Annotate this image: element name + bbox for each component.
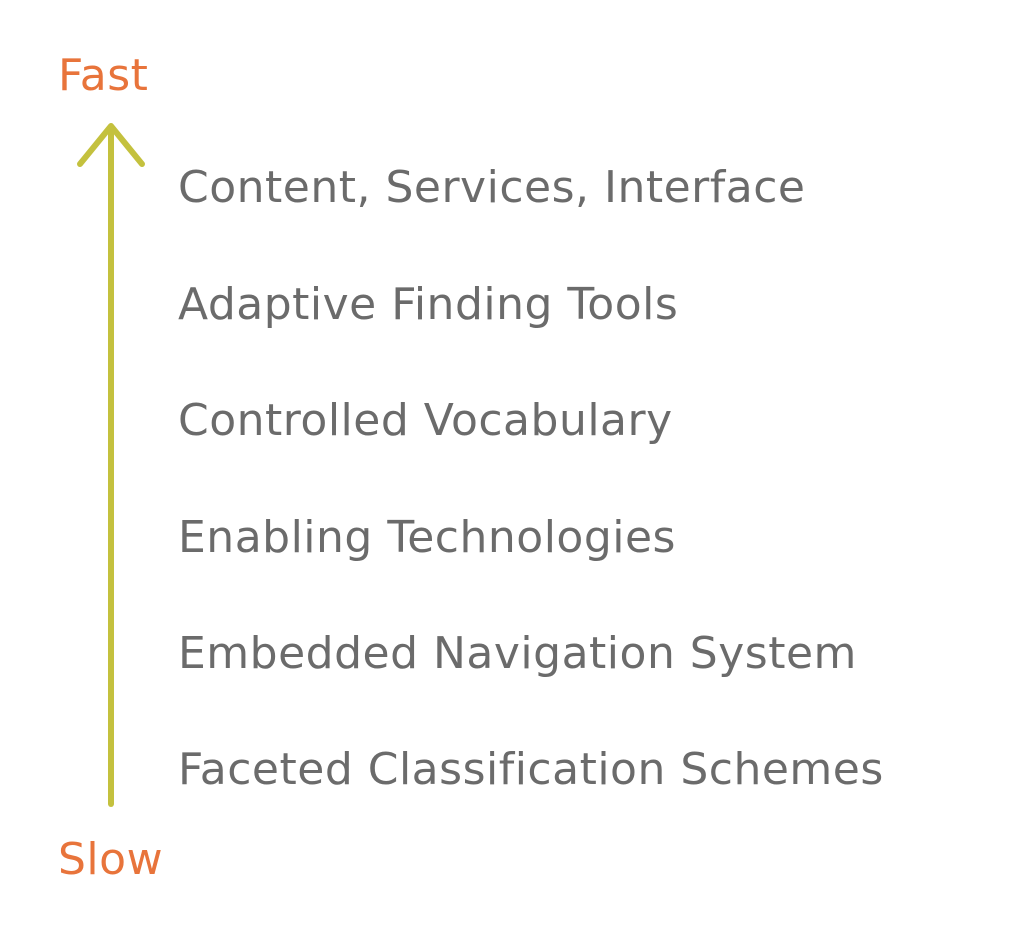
layer-item: Content, Services, Interface: [178, 162, 806, 213]
layer-item: Faceted Classification Schemes: [178, 744, 884, 795]
slow-label: Slow: [58, 834, 164, 885]
layer-item: Embedded Navigation System: [178, 628, 857, 679]
layer-item: Enabling Technologies: [178, 512, 676, 563]
fast-label: Fast: [58, 50, 149, 101]
layer-item: Adaptive Finding Tools: [178, 279, 679, 330]
layer-item: Controlled Vocabulary: [178, 395, 673, 446]
